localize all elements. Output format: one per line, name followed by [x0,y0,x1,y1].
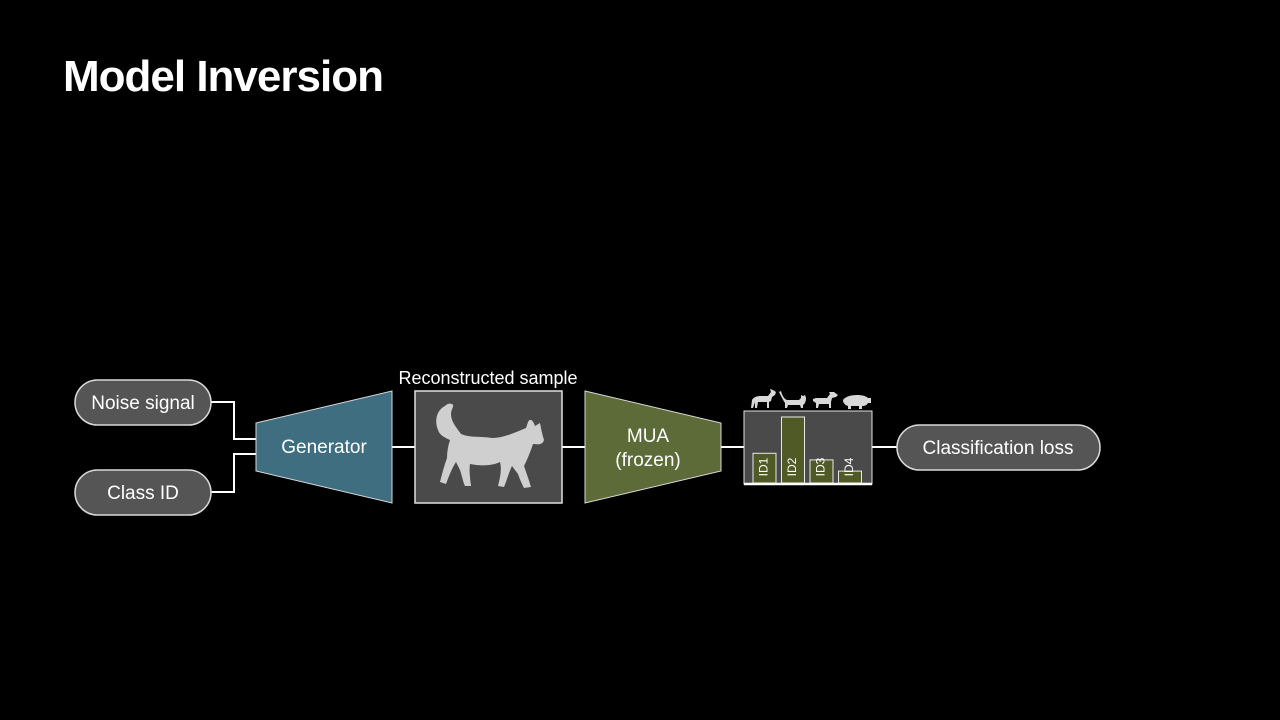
noise-signal-node: Noise signal [74,379,212,426]
generator-node: Generator [255,390,393,504]
generator-trapezoid [255,390,393,504]
cat-silhouette-icon [436,403,544,488]
classification-loss-node: Classification loss [896,424,1101,471]
noise-signal-label: Noise signal [91,393,195,414]
cat-icon [779,391,806,408]
reconstructed-sample-node [414,390,563,504]
output-bar-label-id2: ID2 [785,457,799,476]
class-id-label: Class ID [107,483,179,504]
pig-icon [843,395,871,409]
output-bar-label-id1: ID1 [757,457,771,476]
class-id-pill [74,469,212,516]
class-id-node: Class ID [74,469,212,516]
output-bar-labels: ID1 ID2 ID3 ID4 [757,457,857,476]
mua-node: MUA (frozen) [584,390,722,504]
noise-to-generator-connector [210,401,256,440]
mua-trapezoid [584,390,722,504]
horse-icon [751,389,776,408]
classification-loss-pill [896,424,1101,471]
generator-label: Generator [281,437,367,458]
classid-to-generator-connector [210,453,256,493]
connector-lines [210,401,897,493]
classification-loss-label: Classification loss [923,438,1074,459]
mua-label-line2: (frozen) [615,450,680,471]
output-bar-label-id3: ID3 [814,457,828,476]
noise-signal-pill [74,379,212,426]
output-bar-label-id4: ID4 [842,457,856,476]
page-title: Model Inversion [63,52,384,101]
reconstructed-sample-caption: Reconstructed sample [398,368,577,388]
dog-icon [813,392,838,408]
mua-label-line1: MUA [627,426,670,447]
classifier-output-node: ID1 ID2 ID3 ID4 [743,389,873,486]
